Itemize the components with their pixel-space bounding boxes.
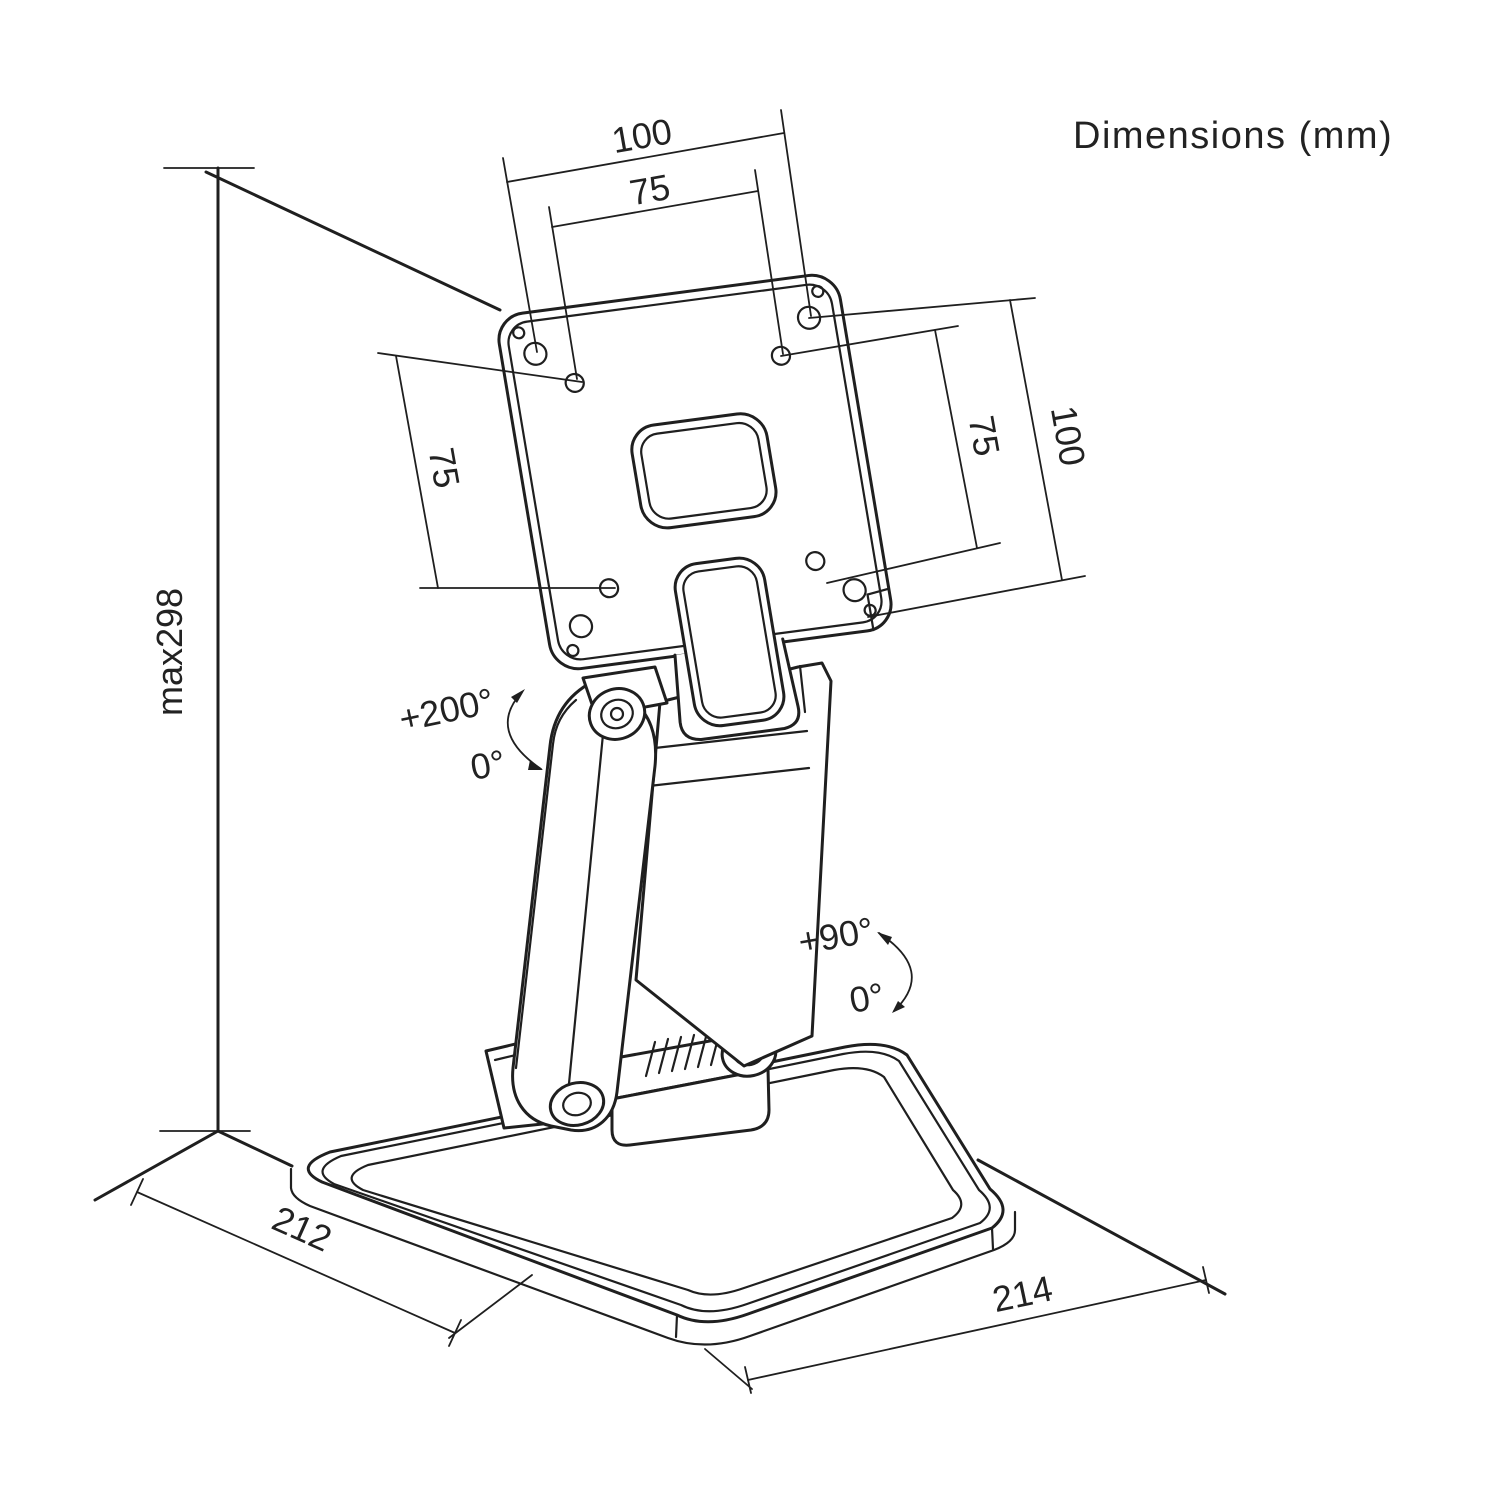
base-plate [289,1042,1017,1346]
tilt-min-label: 0° [467,742,508,788]
fold-min-label: 0° [846,975,887,1021]
bracket-panel [634,661,833,1068]
dim-label-vesa-75-top: 75 [627,166,674,213]
vesa-plate [497,273,893,741]
dim-label-vesa-75-right: 75 [961,413,1008,460]
support-arm [511,680,658,1133]
dimension-max-height: max298 [149,167,255,1132]
dimension-vesa-75-right: 75 [780,325,1008,584]
arm-lower-knuckle [548,1081,606,1127]
dimension-vesa-75-top: 75 [548,166,784,380]
tilt-arrow-down-icon [528,760,543,770]
fold-arrow-up-icon [877,932,892,945]
lower-slot-cutout [673,556,786,728]
vesa-75-holes [564,345,826,599]
tilt-arrow-up-icon [511,689,525,703]
dim-label-vesa-100-right: 100 [1043,403,1094,469]
annotation-tilt-range: +200° 0° [395,680,543,788]
dim-label-base-width: 214 [989,1267,1056,1320]
fold-arrow-down-icon [892,1001,905,1013]
hinge-housing-front [610,1067,771,1147]
tilt-max-label: +200° [395,680,497,740]
page-title: Dimensions (mm) [1073,115,1393,157]
dim-label-base-depth: 212 [266,1198,338,1260]
dim-label-max-height: max298 [149,588,190,716]
wall-floor-lines [93,166,1227,1296]
dim-label-vesa-75-left: 75 [421,445,468,492]
dimension-vesa-75-left: 75 [377,352,616,589]
center-cutout [630,412,778,530]
pivot-hinge [581,665,669,741]
vesa-100-holes [523,305,867,639]
spring-coil [644,1029,722,1078]
